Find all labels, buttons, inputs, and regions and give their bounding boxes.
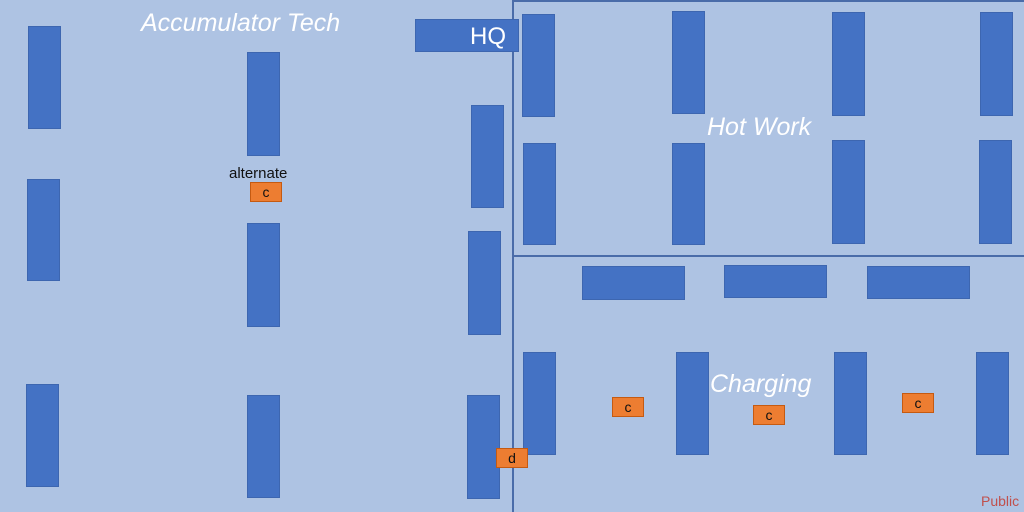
- alternate-note: alternate: [229, 165, 288, 182]
- rack: [979, 140, 1012, 244]
- marker-c: c: [612, 397, 644, 417]
- rack: [976, 352, 1009, 455]
- zone-label-hot-work: Hot Work: [707, 113, 812, 141]
- rack: [724, 265, 827, 298]
- hq-block: HQ: [415, 19, 519, 52]
- divider-horizontal: [512, 255, 1024, 257]
- rack: [672, 11, 705, 114]
- rack: [834, 352, 867, 455]
- rack: [247, 223, 280, 327]
- rack: [467, 395, 500, 499]
- rack: [26, 384, 59, 487]
- rack: [247, 52, 280, 156]
- rack: [523, 143, 556, 245]
- rack: [247, 395, 280, 498]
- rack: [468, 231, 501, 335]
- rack: [28, 26, 61, 129]
- rack: [672, 143, 705, 245]
- rack: [582, 266, 685, 300]
- rack: [832, 140, 865, 244]
- rack: [832, 12, 865, 116]
- marker-c: c: [902, 393, 934, 413]
- marker-c: c: [250, 182, 282, 202]
- marker-c: c: [753, 405, 785, 425]
- marker-d: d: [496, 448, 528, 468]
- rack: [522, 14, 555, 117]
- zone-label-accumulator-tech: Accumulator Tech: [141, 9, 341, 37]
- rack: [471, 105, 504, 208]
- divider-top: [512, 0, 1024, 2]
- classification-label: Public: [981, 493, 1020, 509]
- rack: [27, 179, 60, 281]
- rack: [980, 12, 1013, 116]
- rack: [523, 352, 556, 455]
- rack: [676, 352, 709, 455]
- rack: [867, 266, 970, 299]
- zone-label-charging: Charging: [710, 370, 812, 398]
- hq-label: HQ: [470, 23, 506, 50]
